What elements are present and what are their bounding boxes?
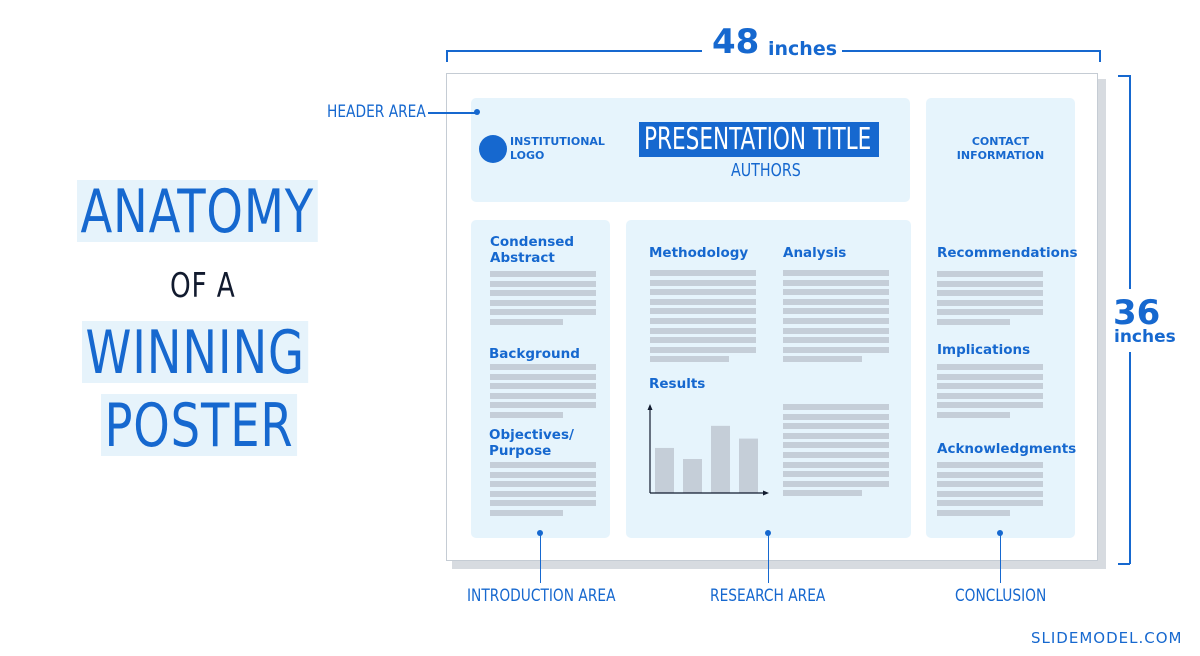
- analysis-heading: Analysis: [783, 245, 847, 261]
- chart-bar-2: [683, 459, 702, 493]
- title-winning: WINNING: [82, 321, 309, 383]
- conclusion-callout: CONCLUSION: [955, 586, 1047, 606]
- width-line-right: [842, 50, 1100, 52]
- results-text-lines: [783, 404, 889, 500]
- results-heading: Results: [649, 376, 706, 392]
- methodology-heading: Methodology: [649, 245, 749, 261]
- chart-y-axis-arrow-icon: [647, 404, 653, 410]
- conclusion-callout-line: [999, 533, 1001, 583]
- institutional-logo-label: INSTITUTIONAL LOGO: [510, 135, 605, 162]
- analysis-text-lines: [783, 270, 889, 366]
- title-anatomy: ANATOMY: [77, 180, 318, 242]
- background-text-lines: [490, 364, 596, 422]
- height-line-top: [1129, 75, 1131, 289]
- contact-information-label: CONTACT INFORMATION: [956, 135, 1045, 162]
- recommendations-text-lines: [937, 271, 1043, 329]
- chart-bar-1: [655, 447, 674, 493]
- objectives-text-lines: [490, 462, 596, 520]
- width-tick-right: [1099, 50, 1101, 62]
- height-tick-top: [1118, 75, 1130, 77]
- methodology-text-lines: [650, 270, 756, 366]
- title-of-a: OF A: [170, 266, 236, 306]
- header-area-callout: HEADER AREA: [327, 102, 426, 122]
- objectives-heading: Objectives/ Purpose: [489, 427, 574, 460]
- width-line-left: [446, 50, 702, 52]
- implications-heading: Implications: [937, 342, 1031, 358]
- height-unit: inches: [1114, 327, 1176, 347]
- presentation-title: PRESENTATION TITLE: [639, 122, 879, 157]
- recommendations-heading: Recommendations: [937, 245, 1078, 261]
- brand-label: SLIDEMODEL.COM: [1031, 629, 1183, 647]
- background-heading: Background: [489, 346, 580, 362]
- chart-bar-4: [739, 438, 758, 493]
- height-tick-bottom: [1118, 563, 1130, 565]
- height-line-bottom: [1129, 352, 1131, 564]
- research-area-callout: RESEARCH AREA: [710, 586, 826, 606]
- presentation-title-text: PRESENTATION TITLE: [644, 122, 872, 157]
- research-callout-line: [767, 533, 769, 583]
- results-chart: [647, 404, 769, 496]
- logo-circle-icon: [479, 135, 507, 163]
- implications-text-lines: [937, 364, 1043, 422]
- title-poster: POSTER: [101, 394, 297, 456]
- abstract-text-lines: [490, 271, 596, 329]
- introduction-callout-line: [539, 533, 541, 583]
- acknowledgments-text-lines: [937, 462, 1043, 520]
- condensed-abstract-heading: Condensed Abstract: [490, 234, 575, 267]
- chart-bar-3: [711, 425, 730, 493]
- authors-label: AUTHORS: [731, 160, 801, 181]
- acknowledgments-heading: Acknowledgments: [937, 441, 1077, 457]
- header-callout-dot: [474, 109, 480, 115]
- header-callout-line: [428, 112, 478, 114]
- width-tick-left: [446, 50, 448, 62]
- height-value: 36: [1113, 293, 1161, 333]
- width-unit: inches: [768, 38, 838, 60]
- chart-x-axis-arrow-icon: [763, 490, 769, 496]
- width-value: 48: [712, 22, 760, 62]
- introduction-area-callout: INTRODUCTION AREA: [467, 586, 616, 606]
